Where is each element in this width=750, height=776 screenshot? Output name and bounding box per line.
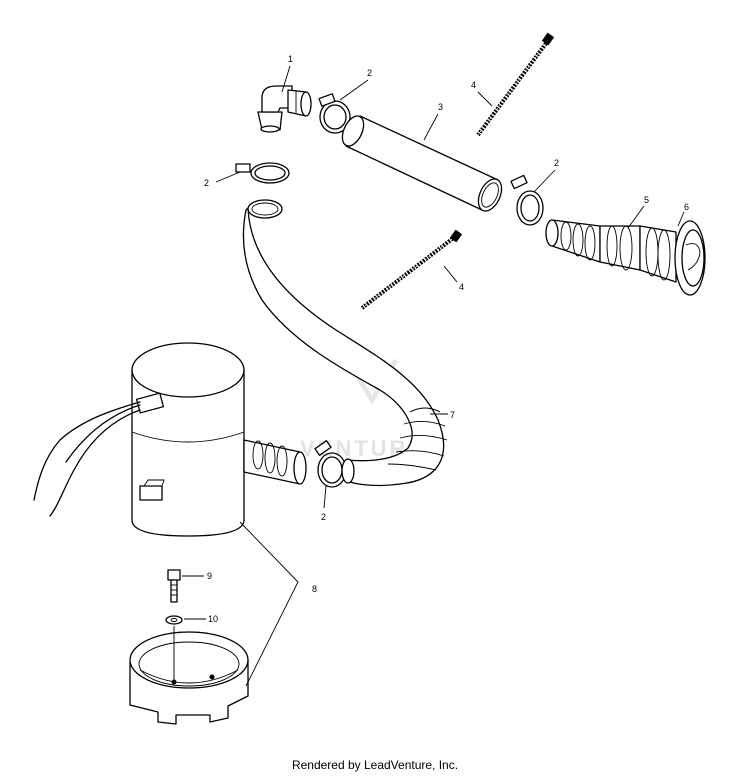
callout-2-upper: 2 (367, 68, 372, 78)
callout-2-left: 2 (204, 178, 209, 188)
callout-5: 5 (644, 195, 649, 205)
callout-4-upper: 4 (471, 80, 476, 90)
callout-7: 7 (450, 410, 455, 420)
cable-tie-lower (360, 229, 463, 310)
washer (165, 615, 183, 625)
straight-hose (341, 115, 503, 212)
thru-hull-fitting (639, 220, 706, 296)
cable-tie-upper (476, 32, 555, 137)
hose-clamp-right (510, 174, 544, 226)
callout-8: 8 (312, 584, 317, 594)
callout-2-right: 2 (554, 158, 559, 168)
hose-clamp-left (235, 162, 290, 184)
callout-4-lower: 4 (459, 282, 464, 292)
pump-base (129, 626, 249, 725)
leader-lines (182, 65, 685, 687)
screw (167, 569, 181, 603)
callout-1: 1 (288, 54, 293, 64)
callouts: 1 2 2 2 2 3 4 4 5 6 7 8 9 10 (204, 54, 689, 624)
footer-credit: Rendered by LeadVenture, Inc. (291, 758, 459, 772)
callout-10: 10 (208, 614, 218, 624)
callout-2-lower: 2 (321, 512, 326, 522)
curved-hose (242, 199, 448, 487)
elbow-fitting (257, 85, 312, 133)
bilge-pump (33, 342, 307, 537)
hose-clamp-upper (318, 93, 351, 134)
callout-9: 9 (207, 571, 212, 581)
callout-3: 3 (438, 102, 443, 112)
callout-6: 6 (684, 202, 689, 212)
ribbed-fitting (545, 219, 641, 271)
